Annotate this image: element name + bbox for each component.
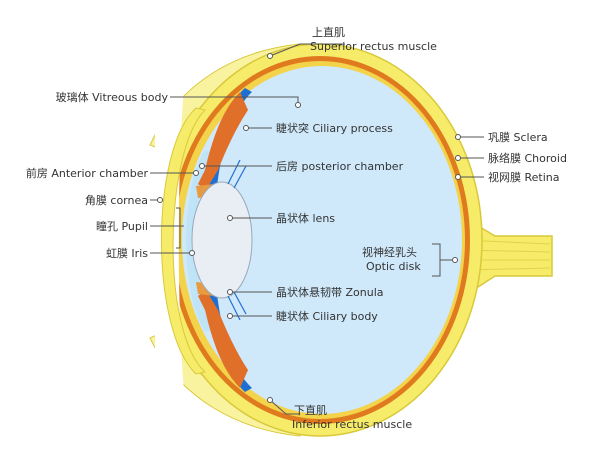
vitreous-body	[182, 66, 462, 414]
label-pupil: 瞳孔 Pupil	[96, 219, 148, 233]
label-choroid: 脉络膜 Choroid	[488, 151, 567, 165]
label-ciliary-process: 睫状突 Ciliary process	[276, 121, 393, 135]
label-vitreous: 玻璃体 Vitreous body	[56, 90, 169, 104]
label-superior-rectus-zh: 上直肌	[312, 25, 345, 39]
leader-lines	[150, 43, 484, 415]
label-inferior-rectus-en: Inferior rectus muscle	[292, 418, 412, 431]
label-retina: 视网膜 Retina	[488, 170, 560, 184]
label-lens: 晶状体 lens	[276, 211, 335, 225]
lens-shape	[191, 181, 253, 299]
label-ciliary-body: 睫状体 Ciliary body	[276, 309, 378, 323]
label-sclera: 巩膜 Sclera	[488, 131, 548, 144]
label-cornea: 角膜 cornea	[85, 194, 148, 207]
ciliary-lower	[198, 290, 248, 388]
label-optic-disk-en: Optic disk	[366, 260, 421, 273]
label-posterior-chamber: 后房 posterior chamber	[276, 160, 404, 173]
anterior-chamber-shape	[186, 150, 212, 332]
leader-dots	[157, 53, 461, 403]
label-iris: 虹膜 Iris	[106, 247, 148, 260]
label-superior-rectus-en: Superior rectus muscle	[310, 40, 437, 53]
label-anterior-chamber: 前房 Anterior chamber	[26, 166, 149, 180]
cornea-shape	[161, 107, 207, 375]
label-inferior-rectus-zh: 下直肌	[294, 403, 327, 417]
label-zonula: 晶状体悬韧带 Zonula	[276, 285, 384, 299]
label-optic-disk-zh: 视神经乳头	[362, 245, 417, 259]
